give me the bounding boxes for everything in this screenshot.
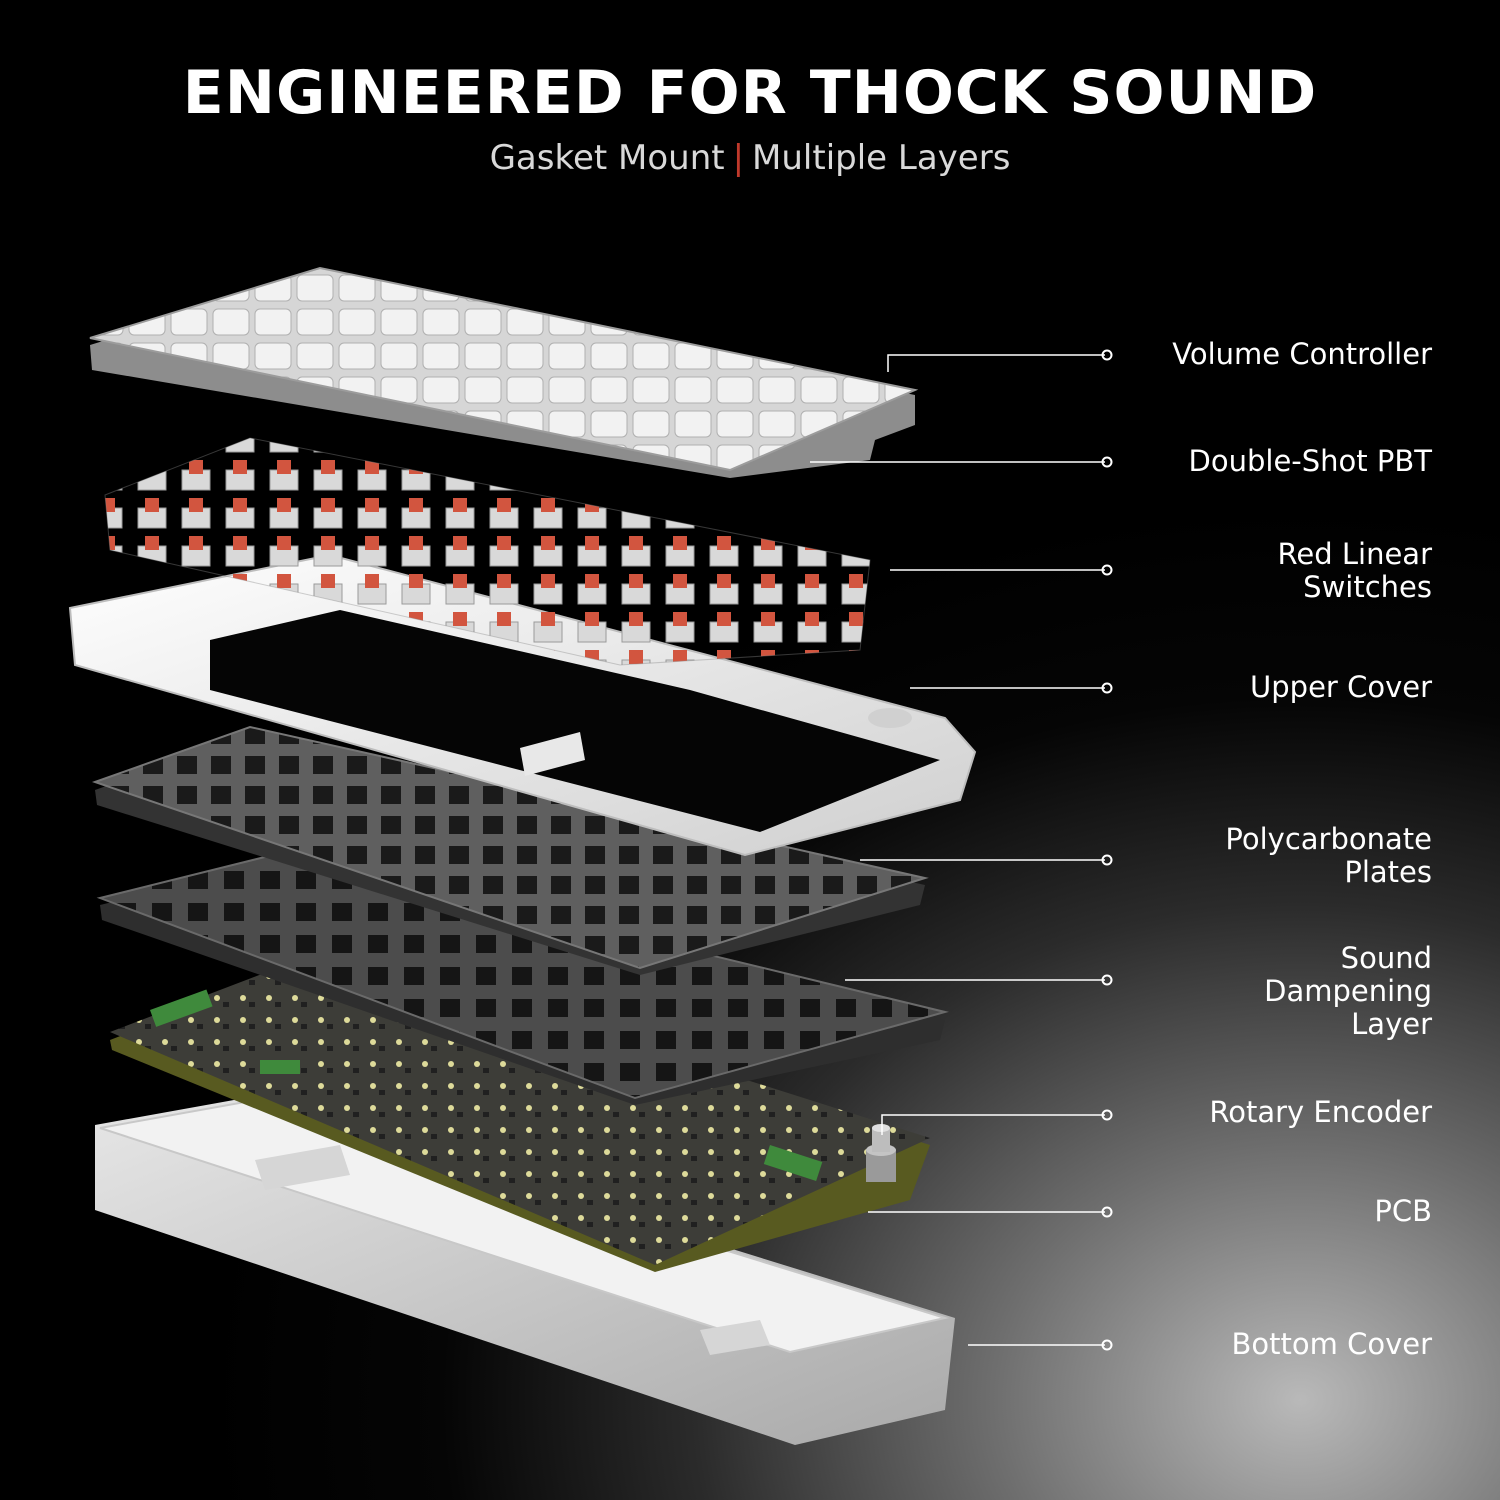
keycaps-part <box>89 266 919 478</box>
label-bottom-cover: Bottom Cover <box>1231 1328 1432 1361</box>
red-linear-switches-part <box>104 437 871 666</box>
marker-pcb <box>1101 1206 1113 1218</box>
label-line: Polycarbonate <box>1225 822 1432 856</box>
label-line: Switches <box>1303 570 1432 604</box>
label-line: PCB <box>1374 1194 1432 1228</box>
subtitle-gasket-mount: Gasket Mount <box>489 138 725 178</box>
marker-polycarbonate-plates <box>1101 854 1113 866</box>
label-volume-controller: Volume Controller <box>1172 338 1432 371</box>
page-title: ENGINEERED FOR THOCK SOUND <box>182 58 1318 128</box>
marker-double-shot-pbt <box>1101 456 1113 468</box>
label-polycarbonate-plates: Polycarbonate Plates <box>1225 823 1432 889</box>
subtitle-multiple-layers: Multiple Layers <box>752 138 1011 178</box>
label-line: Red Linear <box>1277 537 1432 571</box>
callout-leader-lines <box>810 354 1105 1346</box>
pcb-part <box>110 948 930 1272</box>
leader-rotary-encoder <box>881 1114 1105 1135</box>
label-double-shot-pbt: Double-Shot PBT <box>1189 445 1432 478</box>
callout-markers <box>1101 349 1113 1351</box>
sound-dampening-layer-part <box>96 850 949 1105</box>
leader-volume-controller <box>887 354 1105 372</box>
subtitle-separator: | <box>732 138 745 178</box>
page-subtitle: Gasket Mount|Multiple Layers <box>0 138 1500 178</box>
label-rotary-encoder: Rotary Encoder <box>1209 1096 1432 1129</box>
label-line: Dampening <box>1264 974 1432 1008</box>
marker-bottom-cover <box>1101 1339 1113 1351</box>
label-line: Sound <box>1340 941 1432 975</box>
polycarbonate-plates-part <box>91 725 929 975</box>
marker-upper-cover <box>1101 682 1113 694</box>
label-line: Volume Controller <box>1172 337 1432 371</box>
label-line: Upper Cover <box>1250 670 1432 704</box>
label-line: Rotary Encoder <box>1209 1095 1432 1129</box>
label-pcb: PCB <box>1374 1195 1432 1228</box>
label-line: Bottom Cover <box>1231 1327 1432 1361</box>
label-line: Plates <box>1344 855 1432 889</box>
bottom-cover-part <box>95 1098 955 1445</box>
label-line: Double-Shot PBT <box>1188 444 1432 478</box>
marker-volume-controller <box>1101 349 1113 361</box>
marker-sound-dampening-layer <box>1101 974 1113 986</box>
marker-red-linear-switches <box>1101 564 1113 576</box>
label-line: Layer <box>1351 1007 1432 1041</box>
label-sound-dampening-layer: Sound Dampening Layer <box>1264 942 1432 1041</box>
marker-rotary-encoder <box>1101 1109 1113 1121</box>
label-upper-cover: Upper Cover <box>1250 671 1432 704</box>
label-red-linear-switches: Red Linear Switches <box>1278 538 1432 604</box>
rotary-encoder-part <box>866 1124 896 1182</box>
